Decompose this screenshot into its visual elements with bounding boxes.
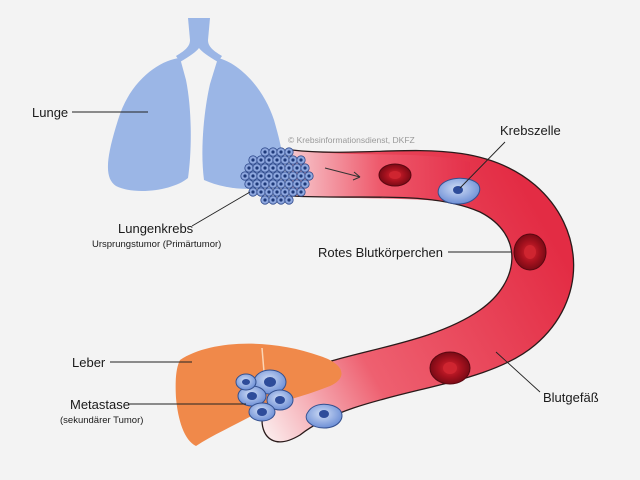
label-metastase-sub: (sekundärer Tumor) xyxy=(60,415,143,426)
tumor-cell-nucleus xyxy=(263,198,267,202)
tumor-cell-nucleus xyxy=(279,198,283,202)
tumor-cell-nucleus xyxy=(295,166,299,170)
metastasis-nucleus xyxy=(275,396,285,404)
tumor-cell-nucleus xyxy=(255,166,259,170)
tumor-cell-nucleus xyxy=(267,158,271,162)
lungenkrebs-leader xyxy=(191,191,251,227)
copyright-text: © Krebsinformationsdienst, DKFZ xyxy=(288,135,415,145)
red-blood-cell xyxy=(378,163,412,187)
blood-vessel-inner-outline xyxy=(291,195,513,373)
tumor-cell-nucleus xyxy=(267,174,271,178)
metastasis-nucleus xyxy=(247,392,257,400)
tumor-cell-nucleus xyxy=(271,150,275,154)
tumor-cell-nucleus xyxy=(267,190,271,194)
label-lunge: Lunge xyxy=(32,105,68,120)
tumor-cell-nucleus xyxy=(275,174,279,178)
tumor-cell-nucleus xyxy=(291,174,295,178)
label-lungenkrebs: Lungenkrebs xyxy=(118,221,194,236)
tumor-cell-nucleus xyxy=(251,190,255,194)
label-metastase: Metastase xyxy=(70,397,130,412)
tumor-cell-nucleus xyxy=(271,166,275,170)
tumor-cell-nucleus xyxy=(287,150,291,154)
tumor-cell-nucleus xyxy=(295,182,299,186)
tumor-cell-nucleus xyxy=(291,190,295,194)
left-lung-lobe xyxy=(107,58,191,192)
tumor-cell-nucleus xyxy=(263,166,267,170)
tumor-cell-nucleus xyxy=(299,190,303,194)
tumor-cell-nucleus xyxy=(287,166,291,170)
tumor-cell-nucleus xyxy=(271,198,275,202)
blood-vessel xyxy=(261,149,575,443)
tumor-cell-nucleus xyxy=(279,150,283,154)
tumor-cell-nucleus xyxy=(251,158,255,162)
metastasis-nucleus xyxy=(242,379,250,385)
label-lungenkrebs-sub: Ursprungstumor (Primärtumor) xyxy=(92,239,221,250)
tumor-cell-nucleus xyxy=(291,158,295,162)
tumor-cell-nucleus xyxy=(299,158,303,162)
tumor-cell-nucleus xyxy=(283,174,287,178)
tumor-cell-nucleus xyxy=(247,182,251,186)
tumor-cell-nucleus xyxy=(247,166,251,170)
red-blood-cell xyxy=(513,233,547,271)
tumor-cell-nucleus xyxy=(275,158,279,162)
tumor-cell-nucleus xyxy=(255,182,259,186)
tumor-cell-nucleus xyxy=(259,190,263,194)
tumor-cell-nucleus xyxy=(251,174,255,178)
primary-tumor xyxy=(240,147,314,205)
trachea xyxy=(176,18,222,62)
metastasis-tumor xyxy=(235,369,294,422)
tumor-cell-nucleus xyxy=(299,174,303,178)
blood-vessel-outline xyxy=(261,149,575,443)
label-krebszelle: Krebszelle xyxy=(500,123,561,138)
flow-arrow-icon xyxy=(324,167,361,178)
flow-arrowhead-icon xyxy=(352,171,361,181)
metastasis-nucleus xyxy=(264,377,276,387)
tumor-cell-nucleus xyxy=(263,150,267,154)
red-blood-cell xyxy=(429,351,471,385)
tumor-cell-nucleus xyxy=(287,182,291,186)
tumor-cell-nucleus xyxy=(307,174,311,178)
tumor-cell-nucleus xyxy=(303,166,307,170)
liver-ligament xyxy=(261,347,265,373)
blutgefaess-leader xyxy=(495,351,541,393)
label-rotes-blutkoerperchen: Rotes Blutkörperchen xyxy=(318,245,443,260)
metastasis-nucleus xyxy=(257,408,267,416)
krebszelle-leader xyxy=(459,141,506,189)
label-leber: Leber xyxy=(72,355,106,370)
tumor-cell-nucleus xyxy=(279,166,283,170)
tumor-cell-nucleus xyxy=(303,182,307,186)
tumor-cell-nucleus xyxy=(279,182,283,186)
tumor-cell-nucleus xyxy=(283,158,287,162)
tumor-cell-nucleus xyxy=(271,182,275,186)
tumor-cell-nucleus xyxy=(283,190,287,194)
tumor-cell-nucleus xyxy=(263,182,267,186)
label-blutgefaess: Blutgefäß xyxy=(543,390,599,405)
tumor-cell-nucleus xyxy=(275,190,279,194)
tumor-cell-nucleus xyxy=(287,198,291,202)
tumor-cell-nucleus xyxy=(259,158,263,162)
cancer-cell xyxy=(305,403,343,429)
tumor-cell-nucleus xyxy=(243,174,247,178)
tumor-cell-nucleus xyxy=(259,174,263,178)
